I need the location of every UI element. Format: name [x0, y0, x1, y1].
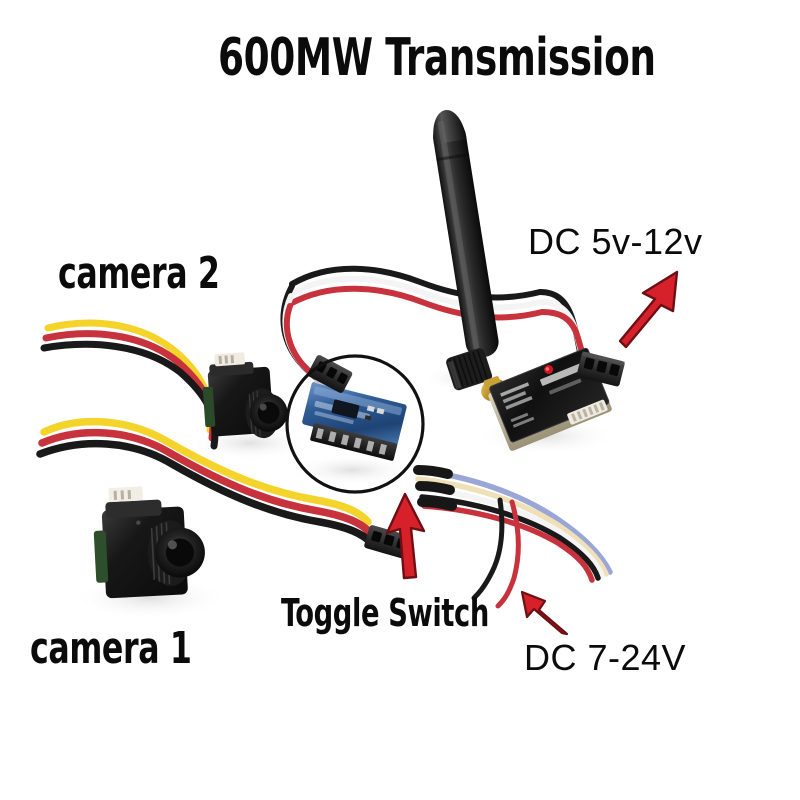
- antenna: [433, 110, 499, 358]
- arrow-to-vtx-power: [618, 270, 679, 349]
- toggle-switch-circle: [285, 354, 425, 494]
- fpv-camera-2: [202, 352, 288, 439]
- toggle-switch-label: Toggle Switch: [281, 591, 489, 635]
- vtx-power-connector: [576, 351, 626, 387]
- arrow-to-dc-input: [520, 590, 569, 636]
- heatshrink-sleeves: [413, 465, 457, 511]
- camera-1-label: camera 1: [30, 623, 192, 674]
- toggle-switch-board: [302, 371, 407, 461]
- antenna-base: [446, 348, 493, 391]
- camera1-wire-harness: [36, 417, 376, 548]
- toggle-to-vtx-ribbon: [413, 467, 613, 583]
- dc-7-24v-label: DC 7-24V: [524, 637, 687, 678]
- arrow-to-toggle-switch: [385, 492, 426, 580]
- fpv-camera-1: [93, 486, 205, 599]
- dc-5v-12v-label: DC 5v-12v: [528, 221, 703, 262]
- title-label: 600MW Transmission: [218, 28, 656, 88]
- dc-input-free-leads: [471, 497, 521, 609]
- camera-2-label: camera 2: [58, 248, 220, 299]
